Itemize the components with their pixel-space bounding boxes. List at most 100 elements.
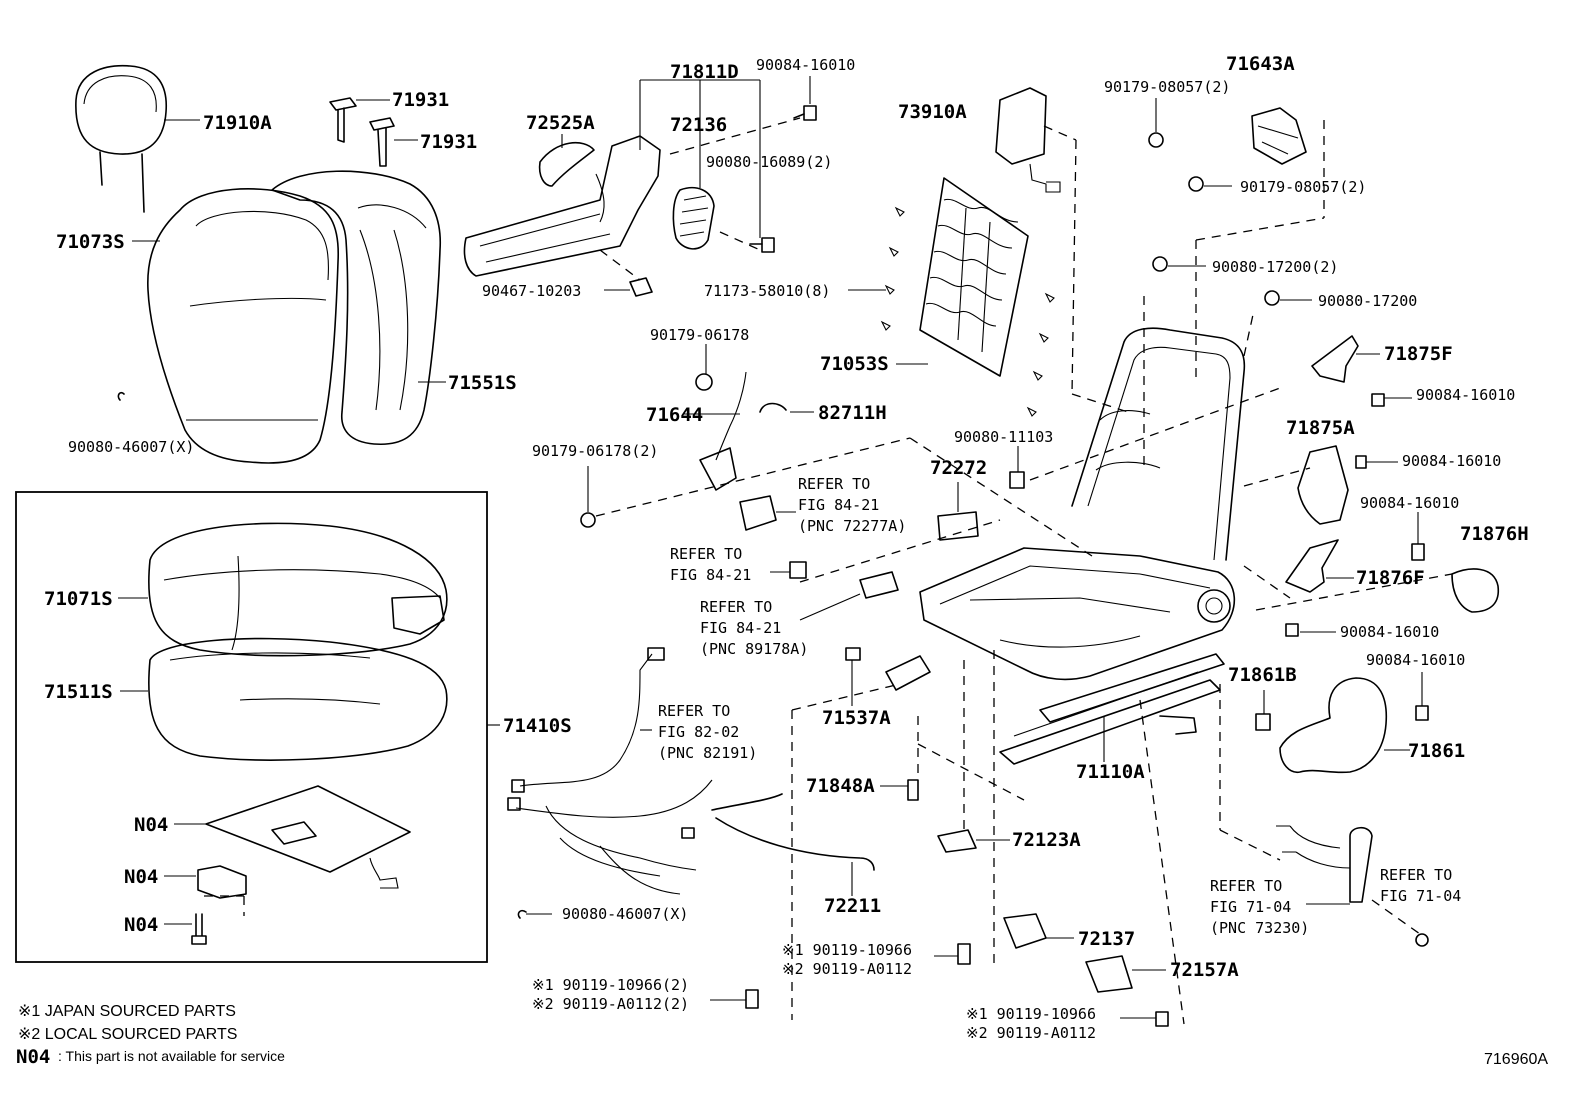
label-fastener1-jp: ※1 90119-10966 bbox=[782, 941, 912, 959]
label-fastener3-jp: ※1 90119-10966 bbox=[966, 1005, 1096, 1023]
seatback-pad-drawing bbox=[271, 170, 446, 446]
wire-harness-drawing bbox=[507, 647, 875, 896]
label-71073S: 71073S bbox=[56, 231, 125, 253]
legend-note-local: ※2 LOCAL SOURCED PARTS bbox=[18, 1026, 237, 1043]
ref3-line2: FIG 84-21 bbox=[700, 619, 781, 637]
label-72123A: 72123A bbox=[1012, 829, 1081, 851]
label-72137: 72137 bbox=[1078, 928, 1135, 950]
label-90080-16089: 90080-16089(2) bbox=[706, 153, 832, 171]
label-72272: 72272 bbox=[930, 457, 987, 479]
label-71537A: 71537A bbox=[822, 707, 891, 729]
recliner-cover-drawing bbox=[1243, 335, 1500, 613]
ref3-line3: (PNC 89178A) bbox=[700, 640, 808, 658]
label-fastener2-jp: ※1 90119-10966(2) bbox=[532, 976, 689, 994]
headrest-guide-drawing bbox=[329, 97, 418, 167]
screw-90084-16010a-icon bbox=[793, 76, 817, 121]
label-72136: 72136 bbox=[670, 114, 727, 136]
screw-90080-16089-icon bbox=[749, 237, 775, 253]
label-71511S: 71511S bbox=[44, 681, 113, 703]
label-90179-06178-b: 90179-06178(2) bbox=[532, 442, 658, 460]
sensor-module-drawing bbox=[164, 865, 247, 945]
label-71875A: 71875A bbox=[1286, 417, 1355, 439]
ref4-line3: (PNC 82191) bbox=[658, 744, 757, 762]
label-71861: 71861 bbox=[1408, 740, 1465, 762]
seat-adjuster-parts-drawing bbox=[1251, 107, 1307, 165]
seat-belt-buckle-drawing bbox=[1219, 684, 1429, 947]
label-71876F: 71876F bbox=[1356, 567, 1425, 589]
ref2-line2: FIG 84-21 bbox=[670, 566, 751, 584]
ref5-line1: REFER TO bbox=[1210, 877, 1282, 895]
label-71643A: 71643A bbox=[1226, 53, 1295, 75]
label-90084-16010-e: 90084-16010 bbox=[1340, 623, 1439, 641]
label-90084-16010-c: 90084-16010 bbox=[1402, 452, 1501, 470]
label-71173-58010: 71173-58010(8) bbox=[704, 282, 830, 300]
harness-71644-drawing bbox=[580, 344, 814, 528]
label-90080-17200-b: 90080-17200 bbox=[1318, 292, 1417, 310]
ref6-line1: REFER TO bbox=[1380, 866, 1452, 884]
part-labels: 71910A 71931 71931 71073S 71551S 90080-4… bbox=[44, 53, 1529, 1042]
label-N04-c: N04 bbox=[124, 914, 158, 936]
label-fastener1-local: ※2 90119-A0112 bbox=[782, 960, 912, 978]
ref2-line1: REFER TO bbox=[670, 545, 742, 563]
ref4-line2: FIG 82-02 bbox=[658, 723, 739, 741]
hog-ring-icon bbox=[117, 391, 125, 401]
legend: ※1 JAPAN SOURCED PARTS ※2 LOCAL SOURCED … bbox=[16, 1003, 285, 1068]
label-90084-16010-b: 90084-16010 bbox=[1416, 386, 1515, 404]
ref6-line2: FIG 71-04 bbox=[1380, 887, 1461, 905]
label-71931-b: 71931 bbox=[420, 131, 477, 153]
ref1-line1: REFER TO bbox=[798, 475, 870, 493]
ref1-line3: (PNC 72277A) bbox=[798, 517, 906, 535]
label-71910A: 71910A bbox=[203, 112, 272, 134]
legend-n04-code: N04 bbox=[16, 1046, 50, 1068]
ref5-line2: FIG 71-04 bbox=[1210, 898, 1291, 916]
airbag-module-drawing bbox=[995, 87, 1129, 413]
label-71053S: 71053S bbox=[820, 353, 889, 375]
label-71644: 71644 bbox=[646, 404, 703, 426]
label-N04-b: N04 bbox=[124, 866, 158, 888]
label-71875F: 71875F bbox=[1384, 343, 1453, 365]
headrest-drawing bbox=[75, 64, 200, 213]
label-71848A: 71848A bbox=[806, 775, 875, 797]
label-72211: 72211 bbox=[824, 895, 881, 917]
dashed-guide-lines bbox=[595, 387, 1453, 1025]
label-90179-06178-a: 90179-06178 bbox=[650, 326, 749, 344]
label-71410S: 71410S bbox=[503, 715, 572, 737]
label-71551S: 71551S bbox=[448, 372, 517, 394]
label-71876H: 71876H bbox=[1460, 523, 1529, 545]
label-82711H: 82711H bbox=[818, 402, 887, 424]
label-fastener3-local: ※2 90119-A0112 bbox=[966, 1024, 1096, 1042]
screws-right-icon bbox=[1148, 98, 1429, 731]
label-fastener2-local: ※2 90119-A0112(2) bbox=[532, 995, 689, 1013]
seat-frame-drawing bbox=[919, 120, 1325, 681]
label-72525A: 72525A bbox=[526, 112, 595, 134]
label-90179-08057-a: 90179-08057(2) bbox=[1104, 78, 1230, 96]
label-90080-46007-a: 90080-46007(X) bbox=[68, 438, 194, 456]
label-90080-17200-a: 90080-17200(2) bbox=[1212, 258, 1338, 276]
brackets-center-drawing bbox=[710, 446, 1169, 1027]
hog-ring-b-icon bbox=[517, 909, 527, 919]
seat-cushion-pad-drawing bbox=[120, 637, 448, 761]
label-90080-11103: 90080-11103 bbox=[954, 428, 1053, 446]
ref1-line2: FIG 84-21 bbox=[798, 496, 879, 514]
recliner-knob-drawing bbox=[1279, 677, 1410, 774]
label-71071S: 71071S bbox=[44, 588, 113, 610]
seat-cushion-cover-drawing bbox=[118, 522, 448, 657]
seat-track-drawing bbox=[999, 653, 1225, 765]
label-71931-a: 71931 bbox=[392, 89, 449, 111]
label-90084-16010-d: 90084-16010 bbox=[1360, 494, 1459, 512]
label-90179-08057-b: 90179-08057(2) bbox=[1240, 178, 1366, 196]
label-71811D: 71811D bbox=[670, 61, 739, 83]
label-90084-16010-f: 90084-16010 bbox=[1366, 651, 1465, 669]
spring-mat-drawing bbox=[848, 177, 1055, 417]
label-71861B: 71861B bbox=[1228, 664, 1297, 686]
seatback-cover-drawing bbox=[132, 188, 340, 464]
label-N04-a: N04 bbox=[134, 814, 168, 836]
label-73910A: 73910A bbox=[898, 101, 967, 123]
label-90080-46007-b: 90080-46007(X) bbox=[562, 905, 688, 923]
seat-cushion-assembly-box bbox=[15, 491, 488, 963]
ref3-line1: REFER TO bbox=[700, 598, 772, 616]
legend-note-japan: ※1 JAPAN SOURCED PARTS bbox=[18, 1003, 236, 1020]
legend-n04-text: : This part is not available for service bbox=[58, 1048, 285, 1064]
